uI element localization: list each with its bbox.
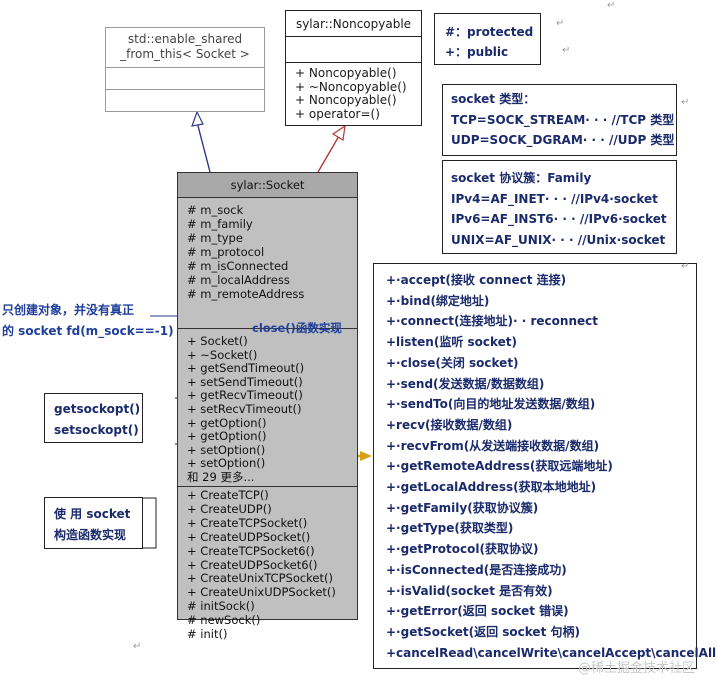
socket-op: + setOption() <box>187 456 266 471</box>
sockopt-line: getsockopt() <box>54 402 141 416</box>
socket-static-op: # initSock() <box>187 599 255 614</box>
noncopyable-op: + ~Noncopyable() <box>295 79 407 94</box>
inherit-noncopyable-arrowhead <box>331 124 346 141</box>
paragraph-mark-icon: ↵ <box>681 261 690 272</box>
socket-family-line: IPv6=AF_INST6· · · //IPv6·socket <box>451 212 667 227</box>
constructor-note: 只创建对象，并没有真正 的 socket fd(m_sock==-1) <box>2 300 174 342</box>
create-socket-line: 使 用 socket <box>54 507 131 521</box>
create-socket-box: 使 用 socket 构造函数实现 <box>44 497 143 549</box>
socket-attr: # m_family <box>187 217 253 231</box>
socket-op: + Socket() <box>187 334 248 348</box>
method-line: +recv(接收数据/数组) <box>386 417 513 432</box>
sockopt-line: setsockopt() <box>54 422 139 437</box>
socket-op: + ~Socket() <box>187 347 258 362</box>
inherit-enable-shared-line <box>196 121 211 173</box>
method-line: +·getSocket(返回 socket 句柄) <box>386 624 580 639</box>
socket-attr: # m_sock <box>187 203 244 217</box>
method-line: +cancelRead\cancelWrite\cancelAccept\can… <box>386 645 717 660</box>
socket-type-line: UDP=SOCK_DGRAM· · · //UDP 类型 <box>451 133 675 148</box>
legend-protected: #：protected <box>445 25 534 39</box>
socket-op: + setSendTimeout() <box>187 374 303 389</box>
socket-static-op: + CreateTCP() <box>187 488 269 502</box>
socket-family-line: IPv4=AF_INET· · · //IPv4·socket <box>451 191 658 206</box>
paragraph-mark-icon: ↵ <box>681 97 690 108</box>
socket-static-op: + CreateTCPSocket6() <box>187 543 315 558</box>
constructor-note-line-2: 的 socket fd(m_sock==-1) <box>2 324 174 338</box>
method-line: +·accept(接收 connect 连接) <box>386 273 567 287</box>
sockopt-box: getsockopt() setsockopt() <box>44 393 143 443</box>
inherit-noncopyable-line <box>317 135 340 173</box>
visibility-legend: #：protected +：public <box>434 13 541 65</box>
socket-op: + setOption() <box>187 442 266 457</box>
noncopyable-op: + Noncopyable() <box>295 93 397 107</box>
close-note: close()函数实现 <box>252 321 342 335</box>
socket-op: + getRecvTimeout() <box>187 388 303 403</box>
method-line: +·getError(返回 socket 错误) <box>386 604 569 619</box>
method-line: +·getRemoteAddress(获取远端地址) <box>386 459 613 474</box>
socket-attr: # m_type <box>187 231 243 245</box>
socket-static-op: + CreateTCPSocket() <box>187 515 308 530</box>
enable-shared-title-1: std::enable_shared <box>127 32 243 46</box>
method-line: +·bind(绑定地址) <box>386 293 490 308</box>
method-line: +listen(监听 socket) <box>386 335 518 350</box>
paragraph-mark-icon: ↵ <box>133 641 142 652</box>
inherit-enable-shared-arrowhead <box>191 110 204 127</box>
constructor-note-line-1: 只创建对象，并没有真正 <box>2 303 135 317</box>
paragraph-mark-icon: ↵ <box>562 45 571 56</box>
socket-type-line: TCP=SOCK_STREAM· · · //TCP 类型 <box>451 112 675 127</box>
noncopyable-op: + Noncopyable() <box>295 66 397 80</box>
watermark: @稀土掘金技术社区 <box>578 661 696 676</box>
method-line: +·connect(连接地址)· · reconnect <box>386 314 598 329</box>
socket-static-op: # newSock() <box>187 613 261 628</box>
socket-attr: # m_localAddress <box>187 273 290 287</box>
socket-static-op: + CreateUnixUDPSocket() <box>187 585 336 600</box>
socket-static-op: + CreateUDPSocket() <box>187 529 311 544</box>
method-line: +·getProtocol(获取协议) <box>386 542 539 557</box>
paragraph-mark-icon: ↵ <box>607 0 616 11</box>
enable-shared-title-2: _from_this< Socket > <box>120 47 250 61</box>
socket-op: + getOption() <box>187 429 267 444</box>
socket-attr: # m_protocol <box>187 245 265 259</box>
method-line: +·sendTo(向目的地址发送数据/数组) <box>386 397 596 412</box>
socket-more-ops: 和 29 更多... <box>187 469 255 484</box>
socket-static-op: + CreateUDPSocket6() <box>187 557 318 572</box>
socket-family-line: socket 协议簇：Family <box>451 171 592 185</box>
socket-class: sylar::Socket # m_sock # m_family # m_ty… <box>177 172 358 641</box>
method-line: +·getType(获取类型) <box>386 521 514 536</box>
noncopyable-class: sylar::Noncopyable + Noncopyable() + ~No… <box>285 10 422 126</box>
socket-static-op: + CreateUnixTCPSocket() <box>187 571 333 586</box>
socket-family-box: socket 协议簇：Family IPv4=AF_INET· · · //IP… <box>442 160 677 254</box>
socket-op: + setRecvTimeout() <box>187 401 302 416</box>
method-line: +·getLocalAddress(获取本地地址) <box>386 480 597 495</box>
noncopyable-title: sylar::Noncopyable <box>286 11 421 37</box>
socket-attr: # m_isConnected <box>187 259 289 273</box>
socket-attr: # m_remoteAddress <box>187 287 305 301</box>
legend-public: +：public <box>445 45 509 59</box>
method-line: +·close(关闭 socket) <box>386 355 519 370</box>
socket-static-op: + CreateUDP() <box>187 501 272 516</box>
enable-shared-class: std::enable_shared _from_this< Socket > <box>105 27 265 112</box>
method-line: +·isValid(socket 是否有效) <box>386 583 553 598</box>
socket-type-box: socket 类型： TCP=SOCK_STREAM· · · //TCP 类型… <box>442 84 677 156</box>
noncopyable-op: + operator=() <box>295 106 380 121</box>
socket-op: + getOption() <box>187 415 267 430</box>
socket-static-op: # init() <box>187 627 228 642</box>
socket-class-title: sylar::Socket <box>178 173 357 198</box>
socket-family-line: UNIX=AF_UNIX· · · //Unix·socket <box>451 233 666 248</box>
method-line: +·send(发送数据/数据数组) <box>386 376 545 391</box>
create-bracket <box>143 497 157 549</box>
create-socket-line: 构造函数实现 <box>54 527 127 542</box>
method-line: +·getFamily(获取协议簇) <box>386 500 539 515</box>
socket-methods-box: +·accept(接收 connect 连接) +·bind(绑定地址) +·c… <box>373 263 717 669</box>
paragraph-mark-icon: ↵ <box>556 18 565 29</box>
socket-op: + getSendTimeout() <box>187 361 305 376</box>
method-line: +·recvFrom(从发送端接收数据/数组) <box>386 438 600 453</box>
method-line: +·isConnected(是否连接成功) <box>386 562 567 577</box>
socket-type-line: socket 类型： <box>451 92 536 106</box>
